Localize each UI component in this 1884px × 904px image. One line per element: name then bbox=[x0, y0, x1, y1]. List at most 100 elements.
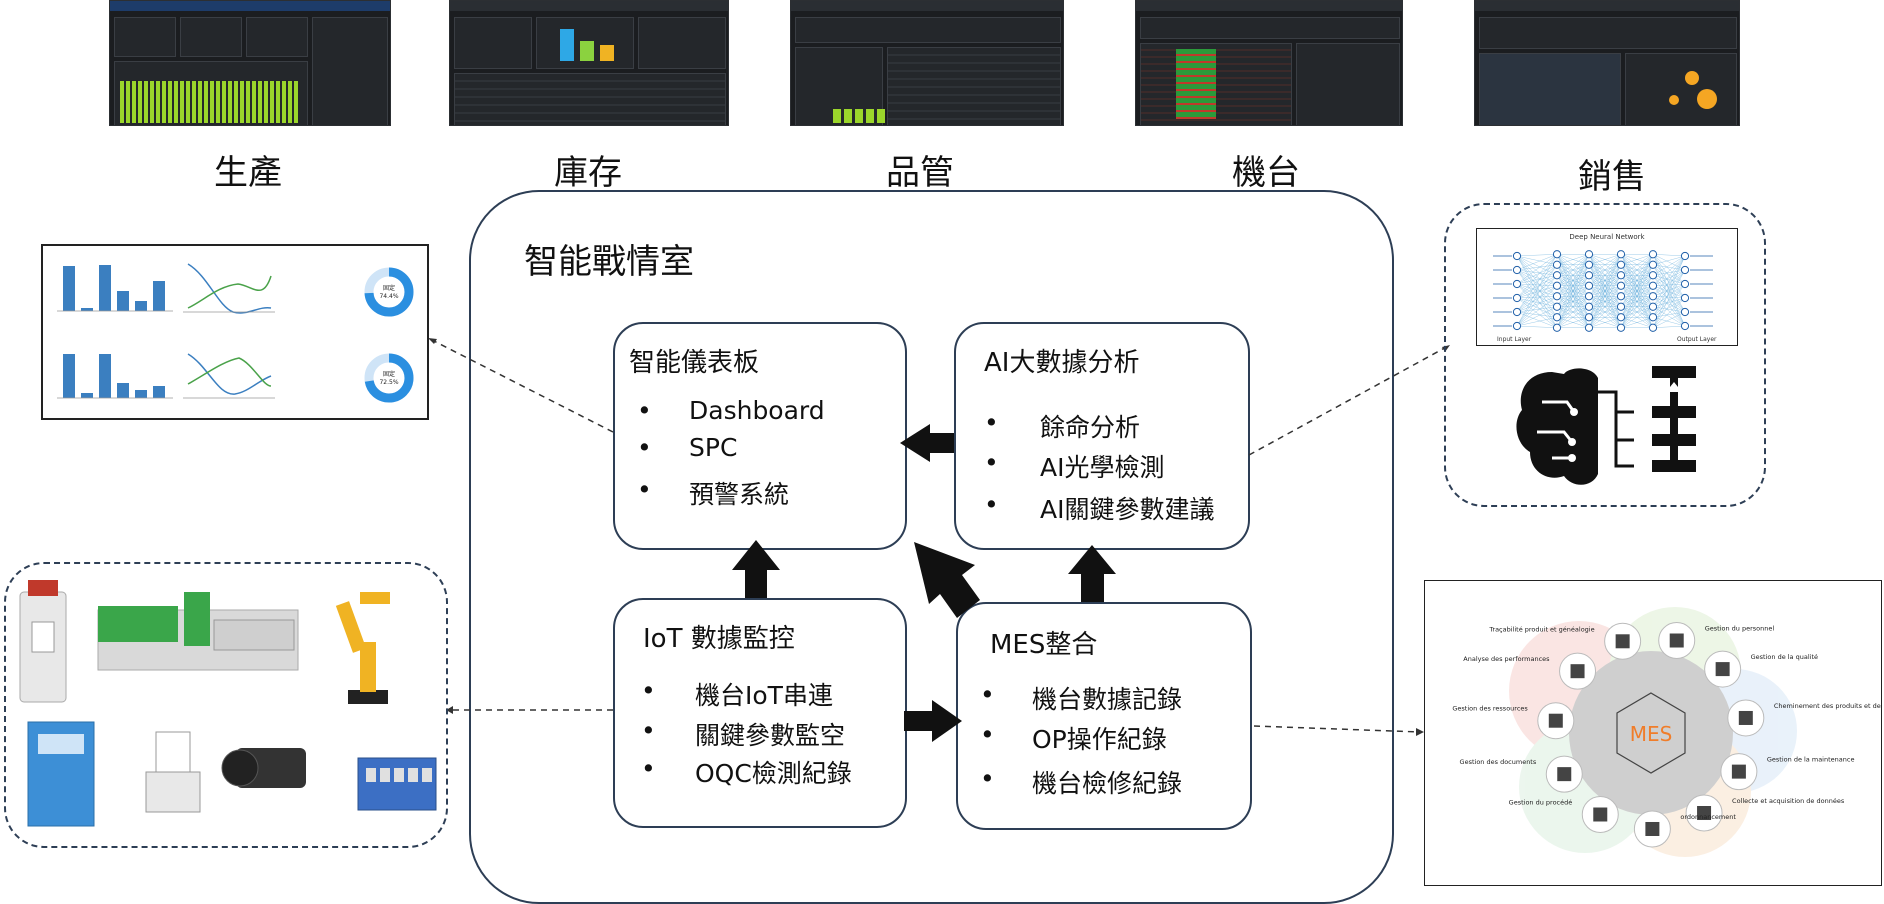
nn-link bbox=[1588, 254, 1622, 265]
bar-chart bbox=[63, 265, 165, 311]
svg-text:74.4%: 74.4% bbox=[379, 293, 398, 300]
line-chart bbox=[187, 353, 272, 395]
nn-link bbox=[1652, 296, 1686, 299]
box-title: IoT 數據監控 bbox=[643, 624, 795, 654]
smart-dashboard-box: 智能儀表板 •Dashboard •SPC •預警系統 bbox=[613, 322, 907, 550]
leader-arrowhead bbox=[428, 338, 437, 344]
nn-link bbox=[1516, 275, 1558, 327]
nn-node bbox=[1680, 279, 1690, 289]
nn-link bbox=[1652, 296, 1686, 327]
nn-link bbox=[1620, 254, 1654, 286]
nn-link bbox=[1556, 254, 1590, 318]
mes-function-icon bbox=[1715, 662, 1730, 677]
nn-link bbox=[1588, 317, 1622, 328]
nn-link bbox=[1556, 275, 1590, 328]
nn-link bbox=[1556, 254, 1590, 307]
nn-link bbox=[1516, 306, 1558, 327]
dashboard-charts-panel: 固定 74.4% 固定 72.5% bbox=[41, 244, 429, 420]
nn-node bbox=[1552, 292, 1562, 301]
input-layer-label: Input Layer bbox=[1497, 336, 1532, 343]
nn-link bbox=[1652, 325, 1686, 328]
nn-link bbox=[1652, 254, 1686, 271]
leader-arrowhead bbox=[446, 706, 453, 714]
injection-molding-machine-icon bbox=[97, 592, 299, 671]
nn-link bbox=[1652, 254, 1686, 285]
neural-network-svg: Deep Neural Network Input Layer Output L… bbox=[1493, 233, 1717, 343]
mes-function-label: Cheminement des produits et des lots bbox=[1774, 702, 1881, 710]
mes-integration-box: MES整合 •機台數據記錄 •OP操作紀錄 •機台檢修紀錄 bbox=[956, 602, 1252, 830]
nn-link bbox=[1516, 254, 1558, 299]
ai-illustration-group bbox=[1444, 203, 1766, 507]
category-label: 機台 bbox=[1232, 153, 1300, 193]
mes-function-icon bbox=[1548, 713, 1563, 728]
nn-link bbox=[1516, 254, 1558, 285]
nn-link bbox=[1620, 285, 1654, 328]
nn-node bbox=[1552, 313, 1562, 322]
nn-link bbox=[1516, 255, 1558, 276]
nn-node bbox=[1616, 260, 1626, 269]
nn-node bbox=[1512, 307, 1522, 317]
nn-link bbox=[1652, 311, 1686, 318]
nn-link bbox=[1516, 264, 1558, 285]
leader-dashboard-charts bbox=[427, 337, 614, 433]
nn-link bbox=[1516, 285, 1558, 313]
box-title: AI大數據分析 bbox=[984, 348, 1140, 378]
nn-link bbox=[1516, 297, 1558, 318]
nn-link bbox=[1652, 297, 1686, 328]
nn-node bbox=[1648, 302, 1658, 311]
nn-link bbox=[1652, 306, 1686, 327]
mes-function-label: Gestion de la maintenance bbox=[1767, 756, 1855, 764]
nn-link bbox=[1652, 269, 1686, 328]
line-chart bbox=[187, 263, 272, 314]
output-layer-label: Output Layer bbox=[1677, 336, 1717, 343]
nn-link bbox=[1652, 255, 1686, 318]
nn-link bbox=[1652, 255, 1686, 307]
nn-link bbox=[1652, 283, 1686, 318]
nn-link bbox=[1588, 254, 1622, 297]
nn-node bbox=[1680, 293, 1690, 303]
production-dashboard-thumbnail bbox=[109, 0, 391, 126]
nn-link bbox=[1516, 311, 1558, 318]
nn-link bbox=[1620, 306, 1654, 328]
nn-link bbox=[1652, 269, 1686, 318]
box-title: MES整合 bbox=[990, 630, 1098, 660]
nn-link bbox=[1652, 297, 1686, 318]
nn-node bbox=[1584, 271, 1594, 280]
nn-node bbox=[1616, 302, 1626, 311]
nn-link bbox=[1588, 254, 1622, 286]
nn-link bbox=[1652, 254, 1686, 257]
nn-node bbox=[1648, 323, 1658, 332]
mes-function-label: Gestion du personnel bbox=[1705, 625, 1775, 633]
category-label: 庫存 bbox=[554, 153, 622, 193]
nn-node bbox=[1616, 271, 1626, 280]
ai-analytics-box: AI大數據分析 •餘命分析 •AI光學檢測 •AI關鍵參數建議 bbox=[954, 322, 1250, 550]
nn-link bbox=[1652, 255, 1686, 297]
nn-node bbox=[1512, 265, 1522, 275]
mes-function-label: Analyse des performances bbox=[1463, 655, 1550, 663]
nn-node bbox=[1584, 302, 1594, 311]
nn-node bbox=[1648, 313, 1658, 322]
arrow-iot-to-dashboard bbox=[732, 540, 780, 598]
nn-link bbox=[1652, 275, 1686, 285]
nn-node bbox=[1680, 265, 1690, 275]
leader-mes-diagram bbox=[1253, 725, 1421, 733]
nn-link bbox=[1516, 325, 1558, 328]
nn-link bbox=[1652, 317, 1686, 327]
nn-node bbox=[1584, 250, 1594, 259]
nn-link bbox=[1516, 264, 1558, 271]
mes-function-label: Gestion des documents bbox=[1460, 758, 1537, 766]
nn-link bbox=[1516, 317, 1558, 327]
nn-link bbox=[1652, 296, 1686, 313]
nn-link bbox=[1516, 296, 1558, 313]
category-label: 生產 bbox=[214, 153, 282, 193]
nn-link bbox=[1620, 254, 1654, 297]
iot-monitoring-box: IoT 數據監控 •機台IoT串連 •關鍵參數監空 •OQC檢測紀錄 bbox=[613, 598, 907, 828]
mes-function-icon bbox=[1570, 664, 1585, 679]
mes-function-icon bbox=[1697, 806, 1712, 821]
nn-link bbox=[1516, 269, 1558, 286]
mes-function-icon bbox=[1731, 764, 1746, 779]
nn-link bbox=[1620, 254, 1654, 307]
nn-link bbox=[1516, 264, 1558, 299]
nn-link bbox=[1516, 285, 1558, 299]
nn-link bbox=[1652, 269, 1686, 297]
